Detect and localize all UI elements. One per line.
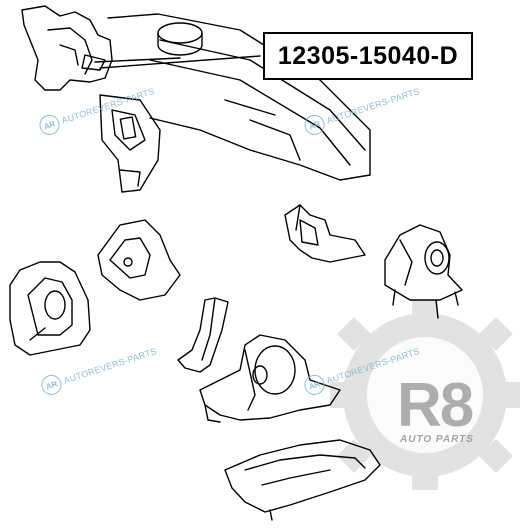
- rod-bracket: [177, 297, 229, 373]
- engine-block: [107, 13, 371, 181]
- middle-bracket: [97, 219, 181, 301]
- part-number-label: 12305-15040-D: [263, 32, 473, 80]
- brand-subtitle: AUTO PARTS: [400, 434, 474, 445]
- gear-inner-ring: [367, 337, 483, 453]
- right-round-mount: [384, 224, 463, 319]
- upper-bracket: [99, 94, 161, 193]
- brand-name: R8: [397, 371, 474, 440]
- bottom-plate: [224, 439, 381, 521]
- bottom-central-mount: [199, 334, 341, 423]
- left-large-mount: [9, 261, 91, 356]
- right-bracket-mount: [284, 204, 366, 263]
- top-left-mount: [21, 5, 261, 91]
